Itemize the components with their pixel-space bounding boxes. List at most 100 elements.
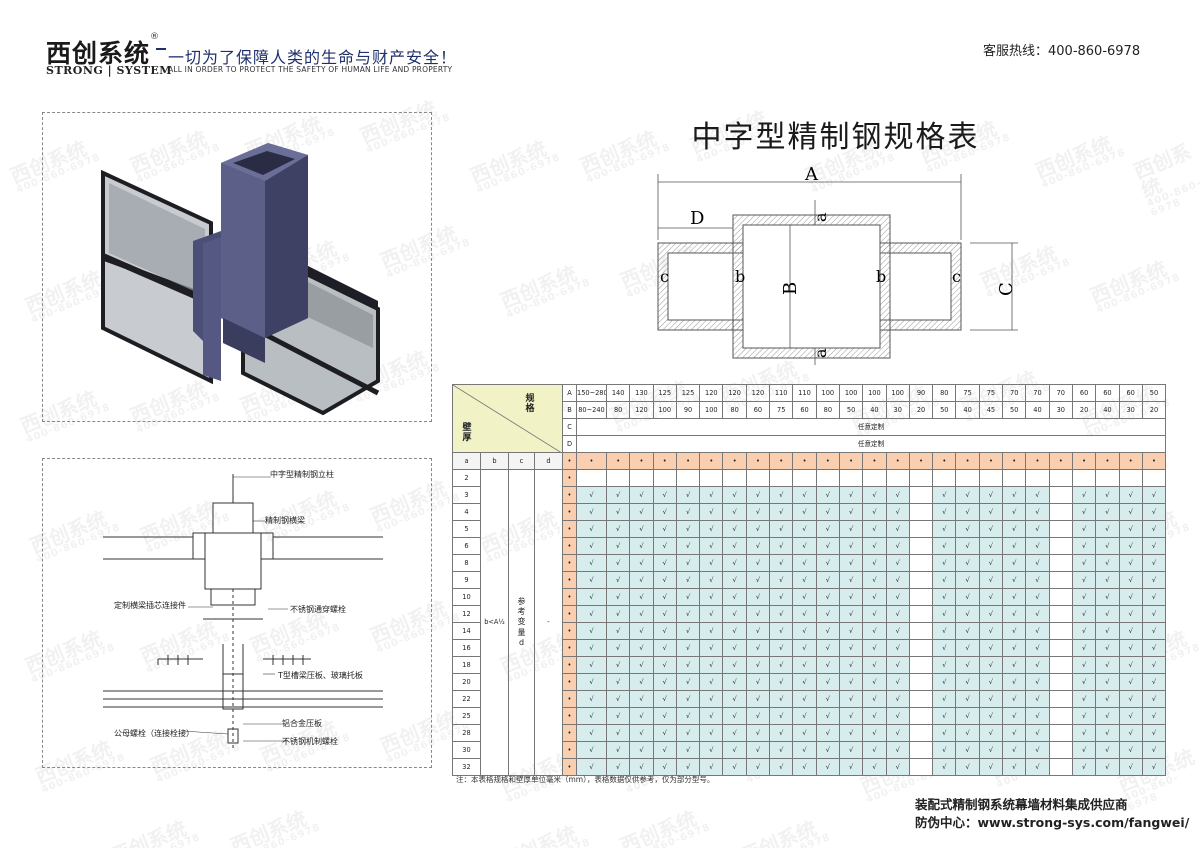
check-cell: √ [769,656,794,674]
check-cell: √ [1095,622,1120,640]
check-cell: √ [576,520,607,538]
check-cell: √ [885,758,910,776]
check-cell: √ [722,758,747,776]
A-value: 70 [1048,384,1073,402]
check-cell: √ [699,690,724,708]
check-cell: √ [885,707,910,725]
check-cell: √ [885,571,910,589]
check-cell: √ [605,486,631,504]
check-cell: √ [885,656,910,674]
check-cell: √ [1095,605,1120,623]
check-cell: √ [862,707,887,725]
dim-c-right: c [952,267,961,286]
check-cell: √ [1071,554,1097,572]
check-cell: √ [838,554,864,572]
dot-cell: • [562,469,577,487]
check-cell: √ [675,656,701,674]
check-cell: √ [1002,554,1027,572]
empty-cell [1025,469,1050,487]
B-value: 30 [885,401,910,419]
check-cell: √ [675,724,701,742]
check-cell: √ [1095,588,1120,606]
empty-cell [1118,469,1143,487]
thickness-value: 16 [452,639,481,657]
B-value: 30 [1048,401,1073,419]
empty-cell [1048,588,1073,606]
thickness-value: 5 [452,520,481,538]
check-cell: √ [838,605,864,623]
check-cell: √ [699,605,724,623]
check-cell: √ [862,520,887,538]
check-cell: √ [769,741,794,759]
A-value: 100 [885,384,910,402]
check-cell: √ [955,741,980,759]
detail-label: T型槽梁压板、玻璃托板 [278,671,363,680]
thickness-value: 22 [452,690,481,708]
logo-text: 西创系统 [46,39,151,68]
check-cell: √ [1071,707,1097,725]
check-cell: √ [675,741,701,759]
check-cell: √ [838,622,864,640]
check-cell: √ [1118,520,1143,538]
check-cell: √ [652,554,677,572]
check-cell: √ [932,656,957,674]
check-cell: √ [932,571,957,589]
sub-header: c [508,452,535,470]
check-cell: √ [652,656,677,674]
check-cell: √ [629,622,654,640]
check-cell: √ [955,486,980,504]
row-letter: C [562,418,577,436]
A-value: 60 [1095,384,1120,402]
check-cell: √ [1141,605,1167,623]
check-cell: √ [1025,707,1050,725]
check-cell: √ [792,503,817,521]
curtain-wall-render [101,143,380,416]
d-rule: - [534,469,563,776]
check-cell: √ [1071,741,1097,759]
row-letter: B [562,401,577,419]
check-cell: √ [1141,656,1167,674]
check-cell: √ [1141,537,1167,555]
A-value: 70 [1025,384,1050,402]
empty-cell [675,469,701,487]
check-cell: √ [1071,571,1097,589]
empty-cell [745,469,771,487]
check-cell: √ [675,486,701,504]
dot-cell: • [652,452,677,470]
detail-label: 精制钢横梁 [265,516,305,525]
check-cell: √ [652,503,677,521]
dim-A: A [804,164,819,185]
check-cell: √ [769,690,794,708]
check-cell: √ [605,758,631,776]
check-cell: √ [978,554,1004,572]
dot-cell: • [562,707,577,725]
check-cell: √ [862,605,887,623]
check-cell: √ [838,486,864,504]
empty-cell [1071,469,1097,487]
check-cell: √ [576,571,607,589]
b-rule: b<A½ [480,469,509,776]
check-cell: √ [629,605,654,623]
check-cell: √ [745,537,771,555]
empty-cell [722,469,747,487]
check-cell: √ [745,486,771,504]
check-cell: √ [955,690,980,708]
check-cell: √ [792,537,817,555]
check-cell: √ [792,741,817,759]
check-cell: √ [1141,758,1167,776]
thickness-value: 2 [452,469,481,487]
check-cell: √ [745,724,771,742]
check-cell: √ [675,639,701,657]
detail-label: 定制横梁插芯连接件 [114,601,186,610]
check-cell: √ [745,588,771,606]
check-cell: √ [1071,673,1097,691]
check-cell: √ [932,503,957,521]
empty-cell [1048,571,1073,589]
dot-cell: • [562,520,577,538]
empty-cell [1048,605,1073,623]
dot-cell: • [745,452,771,470]
check-cell: √ [675,588,701,606]
empty-cell [1048,690,1073,708]
check-cell: √ [1118,758,1143,776]
